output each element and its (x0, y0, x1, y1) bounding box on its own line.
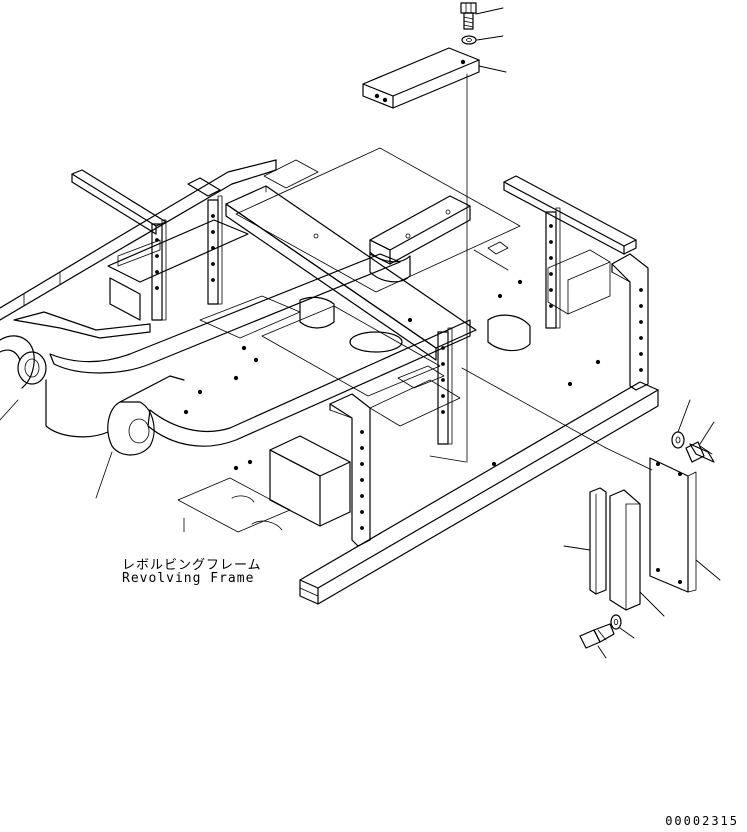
document-number: 00002315 (665, 814, 739, 828)
part-label-english: Revolving Frame (122, 571, 255, 586)
right-bolt-lower (579, 623, 615, 649)
cushion-plate-rear (589, 487, 607, 595)
side-mount-plate (649, 457, 697, 593)
leader-top-washer (476, 35, 504, 41)
right-bolt-upper (685, 441, 715, 463)
top-bolt (460, 2, 477, 30)
revolving-frame (0, 147, 659, 605)
leader-side-mount-plate (695, 559, 721, 581)
part-label-japanese: レボルビングフレーム (122, 558, 262, 573)
leader-right-bolt-lower (597, 645, 607, 659)
leader-right-washer-upper (677, 399, 691, 433)
leader-right-washer-lower (619, 627, 635, 639)
assembly-guide-line-right (605, 447, 653, 471)
right-washer-lower (610, 614, 622, 630)
leader-top-cover-plate (478, 65, 507, 73)
leader-cushion-plate-front (639, 591, 665, 617)
leader-top-bolt (475, 7, 504, 15)
leader-cushion-plate-rear (563, 545, 591, 551)
right-washer-upper (671, 431, 685, 449)
leader-right-bolt-upper (699, 421, 715, 445)
cushion-plate-front (609, 489, 641, 611)
top-washer (461, 35, 477, 45)
top-cover-plate (362, 47, 480, 109)
